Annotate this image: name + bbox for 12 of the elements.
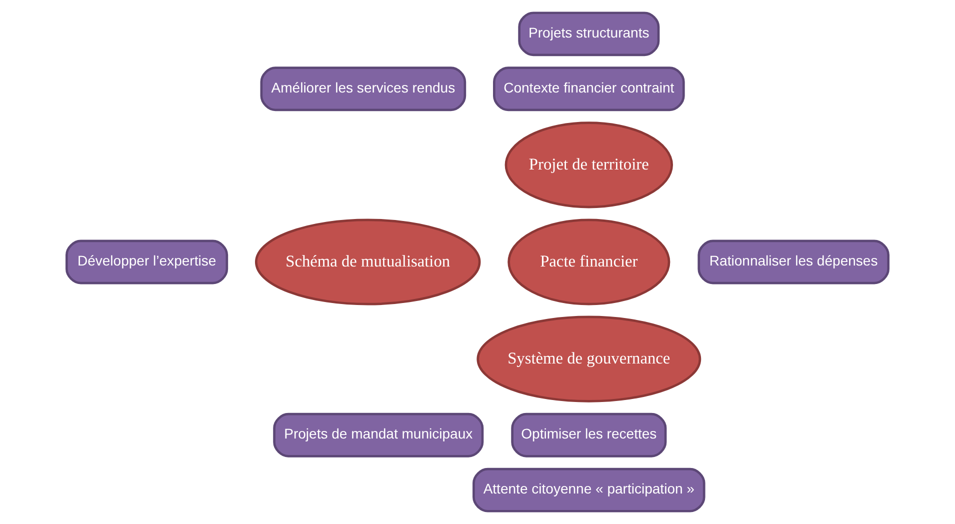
node-box: Améliorer les services rendus — [260, 66, 466, 112]
node-ellipse: Schéma de mutualisation — [254, 218, 481, 306]
node-ellipse: Système de gouvernance — [476, 316, 702, 402]
node-box: Attente citoyenne « participation » — [472, 468, 706, 512]
node-box: Projets de mandat municipaux — [273, 412, 484, 458]
node-box: Contexte financier contraint — [493, 66, 685, 112]
node-box: Développer l’expertise — [66, 240, 228, 284]
node-box: Projets structurants — [518, 12, 660, 56]
node-ellipse: Projet de territoire — [504, 122, 673, 208]
node-box: Rationnaliser les dépenses — [698, 240, 890, 284]
node-ellipse: Pacte financier — [508, 218, 670, 306]
node-box: Optimiser les recettes — [511, 412, 667, 458]
